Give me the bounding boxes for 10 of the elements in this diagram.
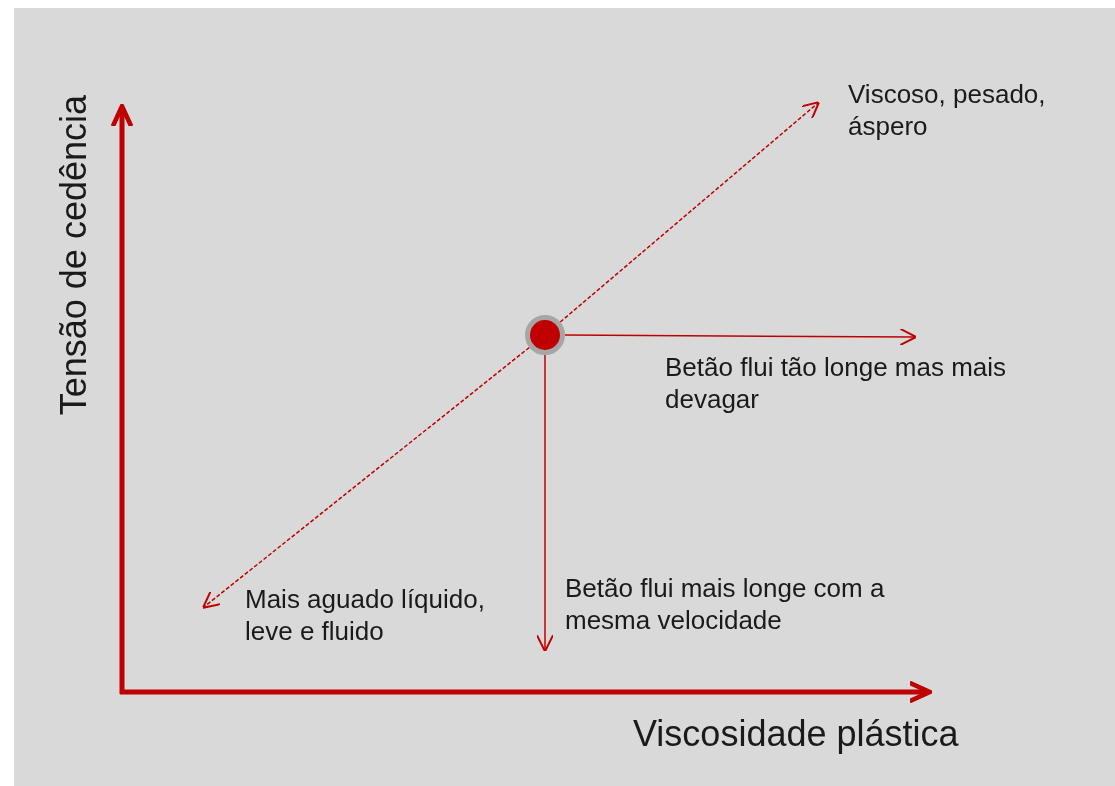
axis-title: Viscosidade plástica bbox=[633, 713, 959, 755]
arrow bbox=[536, 354, 554, 653]
annotation-text: Betão flui mais longe com a mesma velocidade bbox=[549, 572, 969, 644]
annotation-text: Betão flui tão longe mas mais devagar bbox=[662, 339, 1092, 413]
arrow bbox=[564, 327, 918, 346]
arrow bbox=[201, 346, 531, 609]
annotation-text: Mais aguado líquido, leve e fluido bbox=[207, 583, 537, 653]
annotation-text: Viscoso, pesado, áspero bbox=[815, 78, 1085, 148]
arrow bbox=[559, 101, 820, 323]
axis-title: Tensão de cedência bbox=[53, 95, 95, 416]
